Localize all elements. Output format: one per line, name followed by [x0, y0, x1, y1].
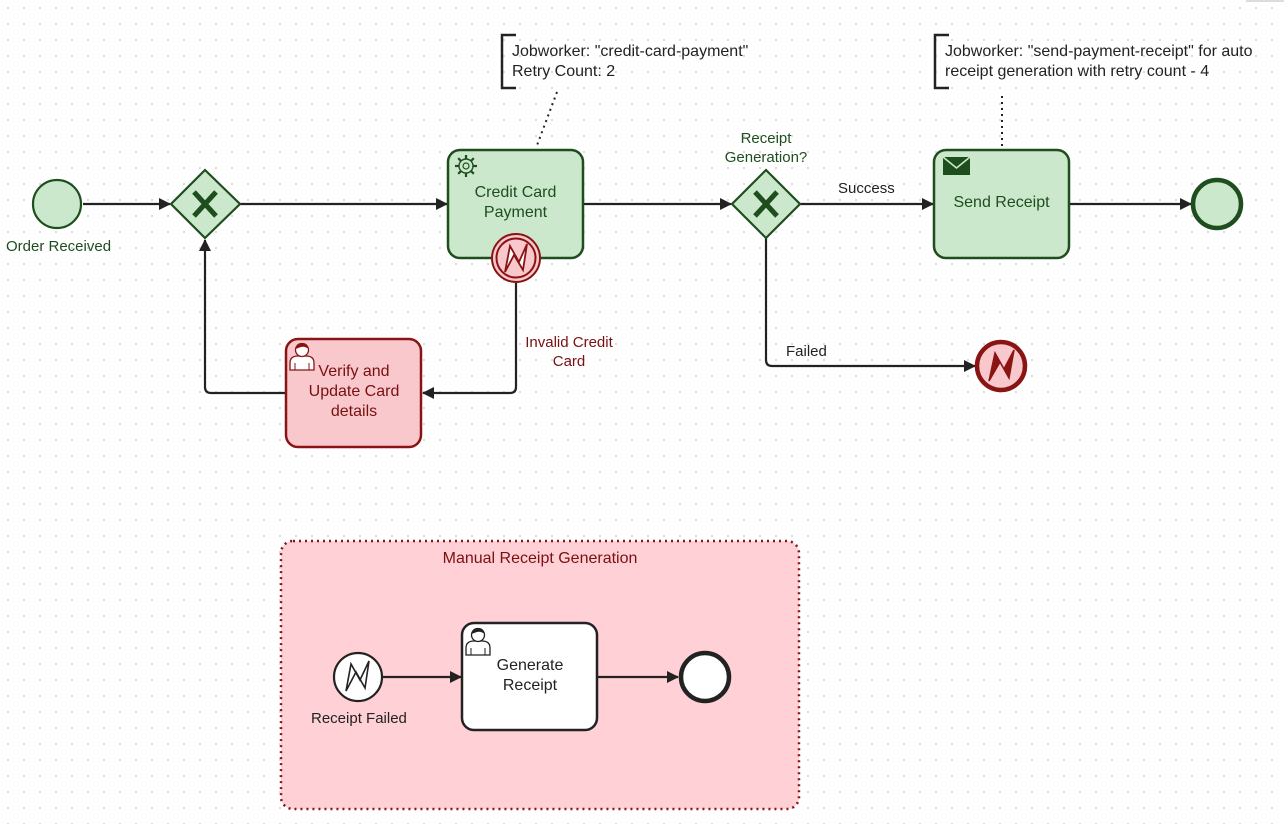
error-icon: [504, 243, 528, 273]
send-receipt-task[interactable]: [932, 148, 1071, 260]
flow-failed-label: Failed: [786, 343, 827, 360]
annotation-receipt-line2: receipt generation with retry count - 4: [945, 63, 1210, 80]
annotation-receipt-line1: Jobworker: "send-payment-receipt" for au…: [945, 43, 1253, 60]
gear-icon: [455, 155, 477, 177]
subprocess-start-label: Receipt Failed: [311, 710, 407, 727]
receipt-gateway-label: Receipt Generation?: [724, 130, 808, 166]
flow-invalid-credit-card-label: Invalid Credit Card: [525, 334, 613, 370]
start-event-label: Order Received: [6, 238, 112, 255]
flow-success-label: Success: [838, 180, 895, 197]
flow-failed[interactable]: [764, 238, 976, 372]
annotation-bracket-receipt: [933, 33, 949, 90]
receipt-generation-gateway[interactable]: [730, 168, 802, 240]
send-receipt-label: Send Receipt: [953, 194, 1050, 211]
generate-receipt-task[interactable]: [460, 621, 599, 732]
subprocess-error-start-event[interactable]: [332, 651, 384, 703]
annotation-credit-line1: Jobworker: "credit-card-payment": [512, 43, 749, 60]
user-icon: [289, 342, 315, 371]
generate-receipt-label: Generate Receipt: [496, 657, 564, 694]
end-event[interactable]: [1190, 177, 1244, 231]
verify-update-card-label: Verify and Update Card details: [308, 363, 400, 420]
exclusive-gateway[interactable]: [169, 168, 242, 240]
user-icon: [465, 627, 491, 656]
credit-card-payment-label: Credit Card Payment: [474, 184, 557, 221]
x-icon: [753, 190, 779, 218]
boundary-error-event[interactable]: [491, 233, 541, 283]
annotation-send-receipt: Jobworker: "send-payment-receipt" for au…: [945, 42, 1253, 82]
error-icon: [345, 660, 370, 692]
flow-verify-to-gateway[interactable]: [199, 239, 286, 395]
error-end-event[interactable]: [974, 339, 1028, 393]
verify-update-card-task[interactable]: [284, 337, 423, 449]
subprocess-title: Manual Receipt Generation: [442, 550, 638, 567]
association-credit-card: [535, 91, 558, 149]
error-icon: [988, 349, 1015, 382]
start-event[interactable]: [31, 178, 83, 230]
subprocess-end-event[interactable]: [678, 650, 732, 704]
x-icon: [192, 190, 218, 218]
annotation-credit-card: Jobworker: "credit-card-payment" Retry C…: [512, 42, 748, 82]
flow-invalid-credit-card[interactable]: [422, 283, 518, 399]
annotation-credit-line2: Retry Count: 2: [512, 63, 616, 80]
annotation-bracket-credit: [500, 33, 516, 90]
envelope-icon: [942, 156, 971, 175]
